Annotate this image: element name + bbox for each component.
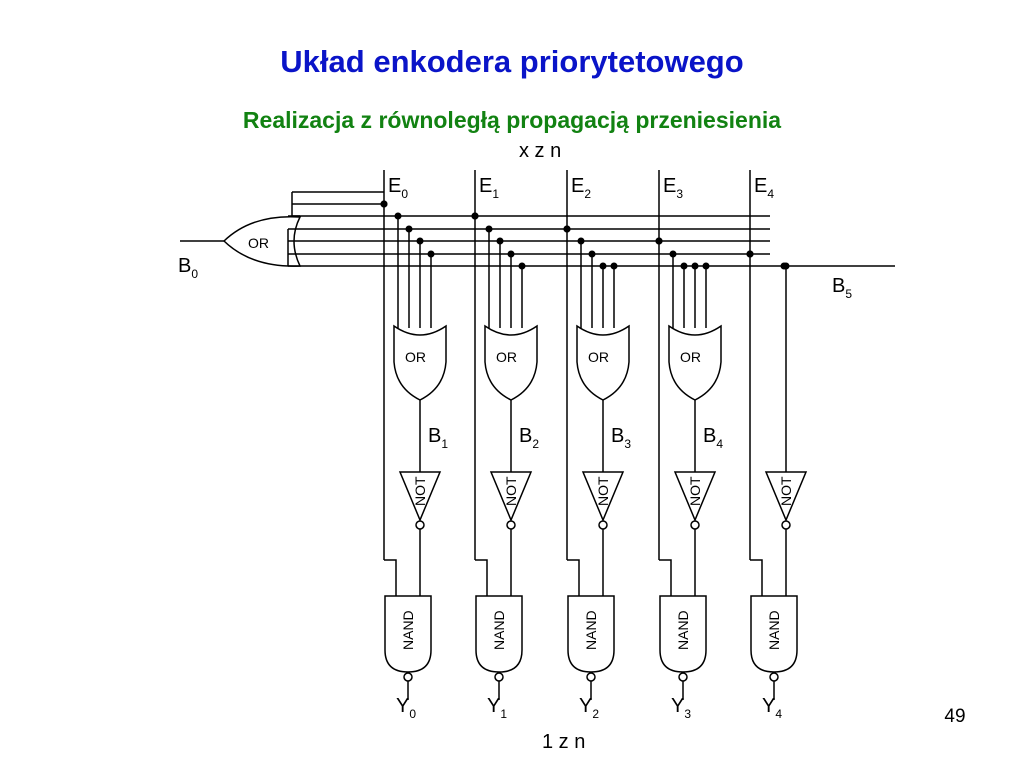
junction-dot	[427, 250, 435, 258]
nand-bubble-3	[678, 672, 688, 682]
output-y1-label: Y1	[487, 695, 507, 721]
or-gate-b0-label: OR	[248, 235, 269, 251]
bus-width-bottom-label: 1 z n	[542, 731, 585, 753]
or-gate-b2-label: OR	[496, 349, 517, 365]
junction-dot	[416, 237, 424, 245]
junction-dot	[599, 262, 607, 270]
junction-dot	[471, 212, 479, 220]
output-y4-label: Y4	[762, 695, 782, 721]
junction-dot	[691, 262, 699, 270]
input-e4-label: E4	[754, 175, 774, 201]
nand-1-input-e	[475, 559, 488, 596]
nand-bubble-4	[769, 672, 779, 682]
nand-3-input-e	[659, 559, 672, 596]
nand-2-input-e	[567, 559, 580, 596]
nand-gate-1-label: NAND	[491, 610, 507, 650]
junction-dot	[780, 262, 788, 270]
page-number: 49	[944, 706, 966, 727]
b2-label: B2	[519, 425, 539, 451]
nand-gate-0-label: NAND	[400, 610, 416, 650]
slide-subtitle: Realizacja z równoległą propagacją przen…	[242, 107, 782, 133]
or-gate-b4	[668, 324, 722, 401]
not-bubble-2	[598, 520, 608, 530]
b0-label: B0	[178, 255, 198, 281]
b5-label: B5	[832, 275, 852, 301]
junction-dot	[588, 250, 596, 258]
slide-title: Układ enkodera priorytetowego	[280, 44, 744, 79]
junction-dot	[655, 237, 663, 245]
nand-gate-3	[659, 595, 707, 673]
not-gate-3-label: NOT	[687, 476, 703, 506]
nand-bubble-2	[586, 672, 596, 682]
junction-dot	[507, 250, 515, 258]
junction-dot	[577, 237, 585, 245]
input-e1-label: E1	[479, 175, 499, 201]
junction-dot	[610, 262, 618, 270]
not-gate-4-label: NOT	[778, 476, 794, 506]
or-gate-b4-label: OR	[680, 349, 701, 365]
not-bubble-4	[781, 520, 791, 530]
not-bubble-1	[506, 520, 516, 530]
nand-gate-4	[750, 595, 798, 673]
junction-dot	[746, 250, 754, 258]
input-e0-label: E0	[388, 175, 408, 201]
junction-dot	[563, 225, 571, 233]
junction-dot	[680, 262, 688, 270]
not-gate-0-label: NOT	[412, 476, 428, 506]
junction-dot	[496, 237, 504, 245]
or-gate-b1	[393, 324, 447, 401]
or-gate-b3-label: OR	[588, 349, 609, 365]
nand-gate-1	[475, 595, 523, 673]
nand-gate-2-label: NAND	[583, 610, 599, 650]
junction-dot	[669, 250, 677, 258]
junction-dot	[380, 200, 388, 208]
nand-4-input-e	[750, 559, 763, 596]
b1-label: B1	[428, 425, 448, 451]
or-gate-b1-label: OR	[405, 349, 426, 365]
nand-bubble-1	[494, 672, 504, 682]
nand-0-input-e	[384, 559, 397, 596]
or-gate-b2	[484, 324, 538, 401]
junction-dot	[702, 262, 710, 270]
output-y3-label: Y3	[671, 695, 691, 721]
not-bubble-0	[415, 520, 425, 530]
nand-bubble-0	[403, 672, 413, 682]
not-gate-4	[764, 471, 808, 522]
not-gate-1	[489, 471, 533, 522]
nand-gate-2	[567, 595, 615, 673]
bus-width-top-label: x z n	[519, 140, 561, 162]
not-gate-2-label: NOT	[595, 476, 611, 506]
output-y2-label: Y2	[579, 695, 599, 721]
junction-dot	[518, 262, 526, 270]
nand-gate-4-label: NAND	[766, 610, 782, 650]
not-gate-0	[398, 471, 442, 522]
b4-label: B4	[703, 425, 723, 451]
nand-gate-3-label: NAND	[675, 610, 691, 650]
not-bubble-3	[690, 520, 700, 530]
nand-gate-0	[384, 595, 432, 673]
junction-dot	[485, 225, 493, 233]
b3-label: B3	[611, 425, 631, 451]
input-e2-label: E2	[571, 175, 591, 201]
input-e3-label: E3	[663, 175, 683, 201]
junction-dot	[394, 212, 402, 220]
not-gate-3	[673, 471, 717, 522]
output-y0-label: Y0	[396, 695, 416, 721]
not-gate-2	[581, 471, 625, 522]
or-gate-b3	[576, 324, 630, 401]
not-gate-1-label: NOT	[503, 476, 519, 506]
junction-dot	[405, 225, 413, 233]
